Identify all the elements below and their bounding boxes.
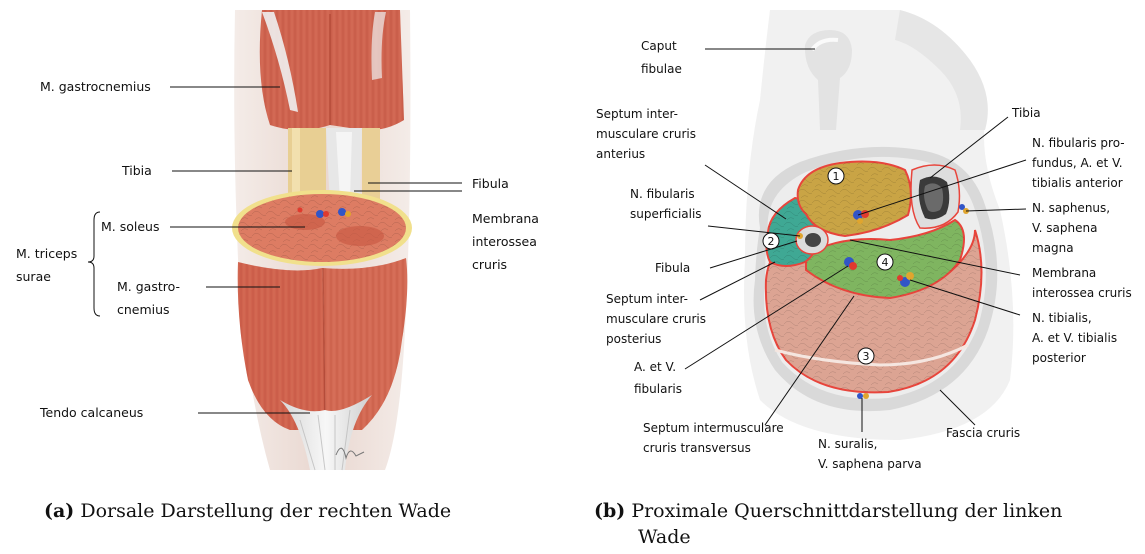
svg-text:2: 2 (768, 235, 775, 248)
label-n-tib-line3: posterior (1032, 351, 1086, 365)
label-tibia-b: Tibia (1011, 106, 1041, 120)
label-membrana-line1: Membrana (472, 211, 539, 226)
label-n-fib-prof-line2: fundus, A. et V. (1032, 156, 1123, 170)
label-triceps-line2: surae (16, 269, 51, 284)
label-fibula-b: Fibula (655, 261, 690, 275)
label-membrana-line3: cruris (472, 257, 507, 272)
label-soleus: M. soleus (101, 219, 160, 234)
label-septum-post-line1: Septum inter- (606, 292, 688, 306)
panel-b-illustration: 1 2 3 4 (744, 10, 1013, 440)
label-gastrocnemius: M. gastrocnemius (40, 79, 151, 94)
label-n-fib-sup-line2: superficialis (630, 207, 702, 221)
svg-text:3: 3 (863, 350, 870, 363)
label-septum-ant-line1: Septum inter- (596, 107, 678, 121)
label-membrana-b-line1: Membrana (1032, 266, 1096, 280)
label-saphenus-line1: N. saphenus, (1032, 201, 1110, 215)
compartment-marker-3: 3 (858, 348, 874, 364)
label-septum-trans-line2: cruris transversus (643, 441, 751, 455)
label-gastro-split-line2: cnemius (117, 302, 170, 317)
label-septum-ant-line3: anterius (596, 147, 645, 161)
caption-a: (a) Dorsale Darstellung der rechten Wade (44, 498, 451, 524)
label-a-fib-line1: A. et V. (634, 360, 676, 374)
compartment-marker-1: 1 (828, 168, 844, 184)
svg-text:1: 1 (833, 170, 840, 183)
compartment-marker-2: 2 (763, 233, 779, 249)
caption-b: (b) Proximale Querschnittdarstellung der… (594, 498, 1139, 550)
label-a-fib-line2: fibularis (634, 382, 682, 396)
label-n-tib-line2: A. et V. tibialis (1032, 331, 1117, 345)
label-tendo-calcaneus: Tendo calcaneus (39, 405, 143, 420)
label-fibula: Fibula (472, 176, 509, 191)
label-septum-ant-line2: musculare cruris (596, 127, 696, 141)
label-suralis-line1: N. suralis, (818, 437, 877, 451)
label-septum-post-line2: musculare cruris (606, 312, 706, 326)
label-triceps-line1: M. triceps (16, 246, 77, 261)
compartment-marker-4: 4 (877, 254, 893, 270)
label-n-tib-line1: N. tibialis, (1032, 311, 1092, 325)
caption-a-tag: (a) (44, 500, 74, 522)
panel-a-illustration (232, 10, 412, 470)
label-n-fib-prof-line3: tibialis anterior (1032, 176, 1123, 190)
label-fascia: Fascia cruris (946, 426, 1020, 440)
label-caput-line1: Caput (641, 39, 677, 53)
label-caput-line2: fibulae (641, 62, 682, 76)
svg-text:4: 4 (882, 256, 889, 269)
label-septum-trans-line1: Septum intermusculare (643, 421, 784, 435)
label-n-fib-prof-line1: N. fibularis pro- (1032, 136, 1125, 150)
caption-b-text-line1: Proximale Querschnittdarstellung der lin… (631, 500, 1062, 522)
label-saphenus-line3: magna (1032, 241, 1074, 255)
caption-b-tag: (b) (594, 500, 625, 522)
caption-a-text: Dorsale Darstellung der rechten Wade (80, 500, 451, 522)
label-suralis-line2: V. saphena parva (818, 457, 922, 471)
label-membrana-b-line2: interossea cruris (1032, 286, 1132, 300)
label-n-fib-sup-line1: N. fibularis (630, 187, 695, 201)
label-gastro-split-line1: M. gastro- (117, 279, 180, 294)
caption-b-text-line2: Wade (594, 526, 691, 548)
label-saphenus-line2: V. saphena (1032, 221, 1097, 235)
label-septum-post-line3: posterius (606, 332, 661, 346)
label-membrana-line2: interossea (472, 234, 537, 249)
label-tibia: Tibia (121, 163, 152, 178)
